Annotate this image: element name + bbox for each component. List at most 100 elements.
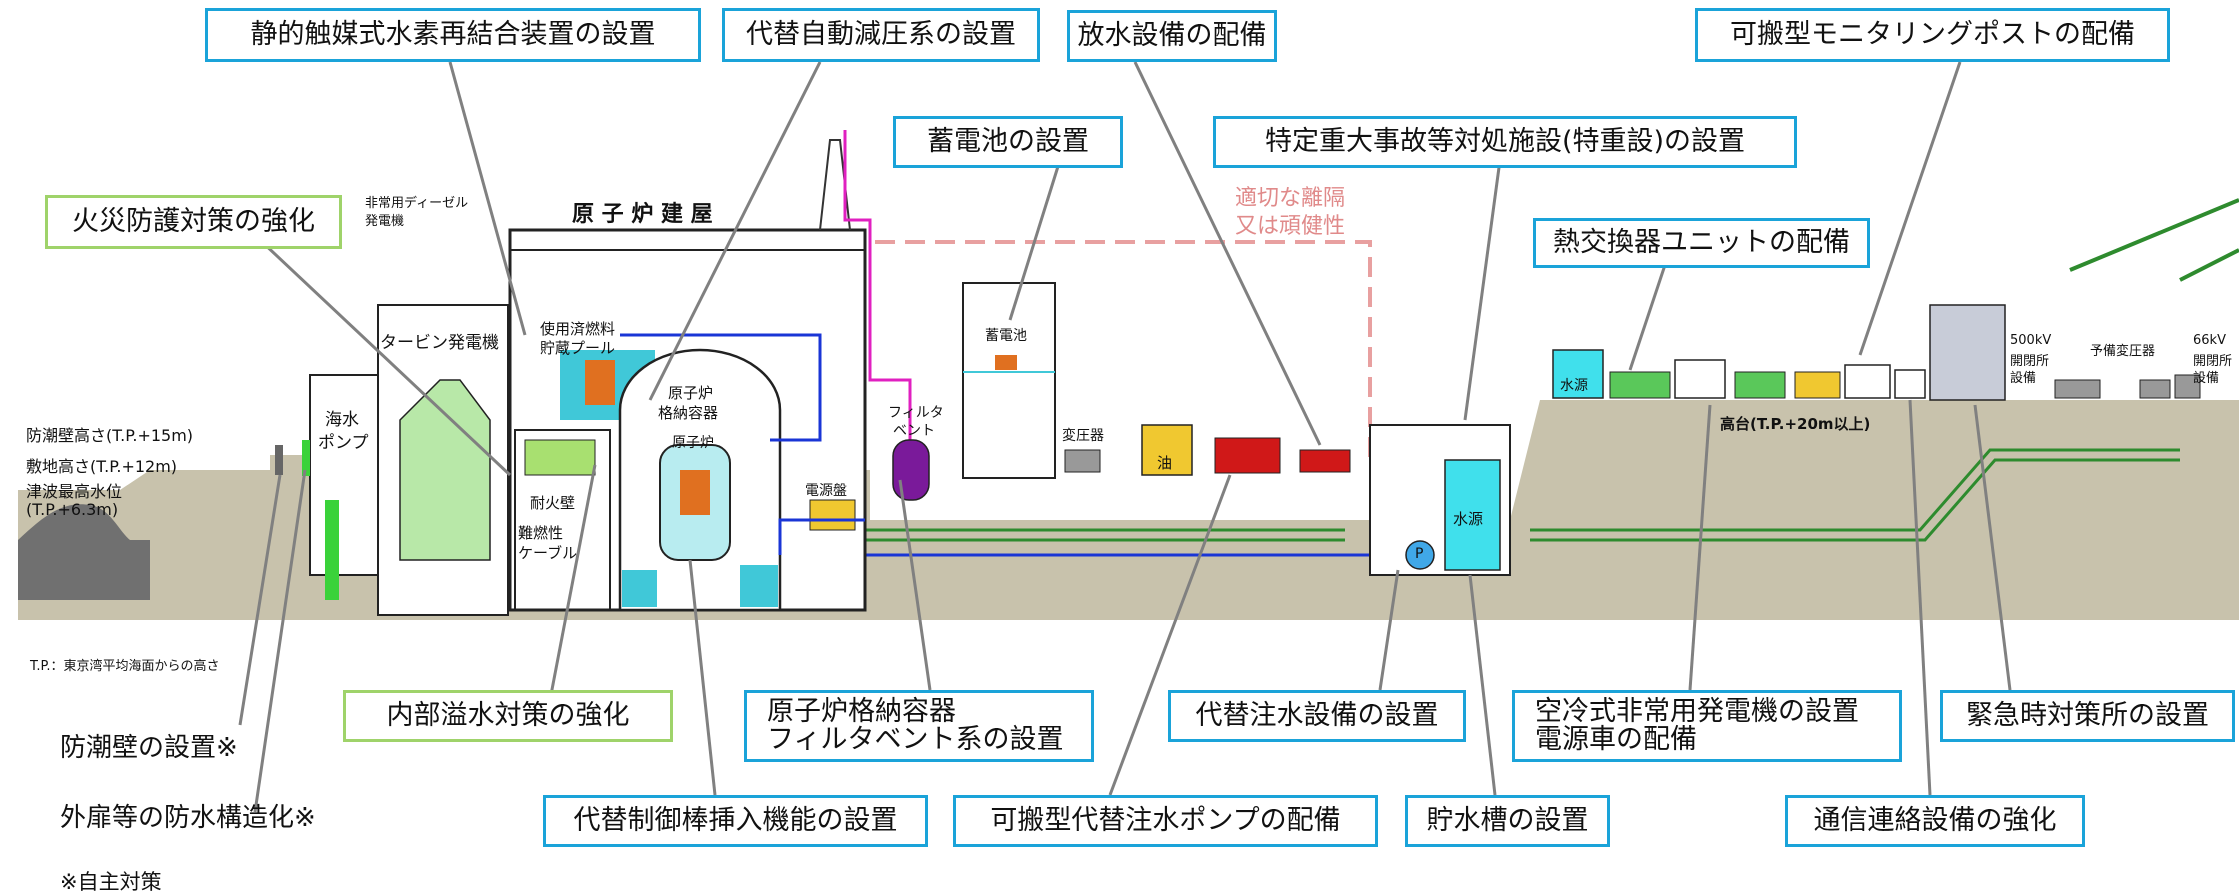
label-separation-2: 又は頑健性 <box>1235 214 1346 239</box>
comm-antenna <box>1894 369 1926 399</box>
label-cable-1: 難燃性 <box>518 524 564 542</box>
label-66kv-1: 66kV <box>2193 333 2226 348</box>
callout-recombiner: 静的触媒式水素再結合装置の設置 <box>205 8 701 62</box>
power-truck <box>1734 371 1786 399</box>
filter-vent-line1: 原子炉格納容器 <box>767 695 956 727</box>
heat-exchanger <box>1609 371 1671 399</box>
label-500kv-2: 開閉所 <box>2010 354 2050 369</box>
filter-vent-line2: フィルタベント系の設置 <box>767 724 1064 755</box>
battery-box <box>995 355 1017 370</box>
callout-injection: 代替注水設備の設置 <box>1168 690 1466 742</box>
label-filter-1: フィルタ <box>888 405 944 421</box>
label-seawater-1: 海水 <box>325 410 359 430</box>
level-site: 敷地高さ(T.P.+12m) <box>26 457 178 476</box>
label-diesel-1: 非常用ディーゼル <box>365 196 469 211</box>
label-spent-fuel-2: 貯蔵プール <box>540 339 616 357</box>
transformer-box <box>1064 449 1101 473</box>
ground-slope <box>1370 400 2239 620</box>
cable-green-3 <box>1530 448 2180 532</box>
label-containment-2: 格納容器 <box>658 404 719 422</box>
sea <box>18 504 150 600</box>
filter-vent-tank <box>892 439 930 501</box>
callout-emergency-center: 緊急時対策所の設置 <box>1940 690 2235 742</box>
ground-middle <box>870 520 1380 620</box>
containment-pool <box>740 565 778 607</box>
callout-depressurization: 代替自動減圧系の設置 <box>722 8 1040 62</box>
pool-left <box>622 570 657 607</box>
callout-battery: 蓄電池の設置 <box>893 116 1123 168</box>
callout-control-rod: 代替制御棒挿入機能の設置 <box>543 795 928 847</box>
label-500kv-1: 500kV <box>2010 333 2052 348</box>
emergency-center <box>1929 304 2006 401</box>
label-reactor: 原子炉 <box>672 435 714 451</box>
label-500kv-3: 設備 <box>2010 371 2037 386</box>
note-waterproof: 外扉等の防水構造化※ <box>60 803 316 833</box>
power-line-2 <box>2179 248 2239 282</box>
pipe-blue-2 <box>778 518 865 555</box>
label-panel: 電源盤 <box>805 483 847 499</box>
air-cooled-line1: 空冷式非常用発電機の設置 <box>1535 695 1859 727</box>
reactor-core <box>680 470 710 515</box>
switchyard-500 <box>2054 379 2101 399</box>
water-source-box <box>1552 349 1604 399</box>
note-voluntary: ※自主対策 <box>60 870 162 894</box>
label-transformer: 変圧器 <box>1062 428 1104 444</box>
panel-block <box>809 499 856 531</box>
water-source-tank <box>1444 459 1501 571</box>
level-tsunami-1: 津波最高水位 <box>26 482 123 501</box>
wheel-loader <box>1794 371 1841 399</box>
label-diesel-2: 発電機 <box>365 214 405 229</box>
label-aux-transformer: 予備変圧器 <box>2090 344 2156 359</box>
separation-boundary <box>875 240 1372 460</box>
callout-air-cooled: 空冷式非常用発電機の設置 電源車の配備 <box>1512 690 1902 762</box>
spare-transformer <box>2139 379 2171 399</box>
label-turbine: タービン発電機 <box>380 333 499 353</box>
label-filter-2: ベント <box>893 423 935 439</box>
label-highland: 高台(T.P.+20m以上) <box>1720 415 1871 433</box>
seawall <box>275 445 283 475</box>
label-seawater-2: ポンプ <box>318 433 369 453</box>
callout-portable-pump: 可搬型代替注水ポンプの配備 <box>953 795 1378 847</box>
label-battery: 蓄電池 <box>985 328 1027 344</box>
pipe-blue-1 <box>620 333 822 442</box>
callout-water-tank: 貯水槽の設置 <box>1405 795 1610 847</box>
reactor-roof <box>509 230 866 251</box>
note-tp: T.P.：東京湾平均海面からの高さ <box>30 659 220 674</box>
label-fire-wall: 耐火壁 <box>530 494 576 512</box>
water-spray-truck <box>1299 449 1351 473</box>
note-seawall: 防潮壁の設置※ <box>60 733 238 763</box>
air-cooled-generator <box>1674 359 1726 399</box>
pump-symbol <box>1405 540 1435 570</box>
label-separation-1: 適切な離隔 <box>1235 186 1346 211</box>
equipment-green <box>524 439 596 476</box>
callout-communication: 通信連絡設備の強化 <box>1785 795 2085 847</box>
pump-green <box>325 500 339 600</box>
oil-tank <box>1141 424 1193 476</box>
label-water-source-tank: 水源 <box>1453 510 1484 528</box>
callout-specific-facility: 特定重大事故等対処施設(特重設)の設置 <box>1213 116 1797 168</box>
label-reactor-building: 原 子 炉 建 屋 <box>572 202 713 227</box>
label-66kv-3: 設備 <box>2193 371 2220 386</box>
callout-monitoring-post: 可搬型モニタリングポストの配備 <box>1695 8 2170 62</box>
callout-fire-protection: 火災防護対策の強化 <box>45 195 342 249</box>
label-spent-fuel-1: 使用済燃料 <box>540 320 616 338</box>
level-tsunami-2: (T.P.+6.3m) <box>26 500 119 519</box>
callout-water-spray: 放水設備の配備 <box>1067 10 1277 62</box>
battery-building <box>962 282 1056 479</box>
label-pump: P <box>1415 546 1424 562</box>
callout-heat-exchanger: 熱交換器ユニットの配備 <box>1533 218 1870 268</box>
callout-internal-flooding: 内部溢水対策の強化 <box>343 690 673 742</box>
door-green <box>302 440 310 476</box>
room-box <box>514 429 611 611</box>
air-cooled-line2: 電源車の配備 <box>1535 724 1697 755</box>
cable-green-4 <box>1530 458 2180 542</box>
label-oil: 油 <box>1157 454 1173 472</box>
fire-truck <box>1214 437 1281 474</box>
leader-lines <box>238 61 2012 813</box>
fuel-rack <box>585 360 615 405</box>
callout-filter-vent: 原子炉格納容器 フィルタベント系の設置 <box>744 690 1094 762</box>
monitoring-post <box>1844 364 1891 399</box>
label-cable-2: ケーブル <box>518 544 578 562</box>
label-water-source-box: 水源 <box>1560 378 1588 394</box>
